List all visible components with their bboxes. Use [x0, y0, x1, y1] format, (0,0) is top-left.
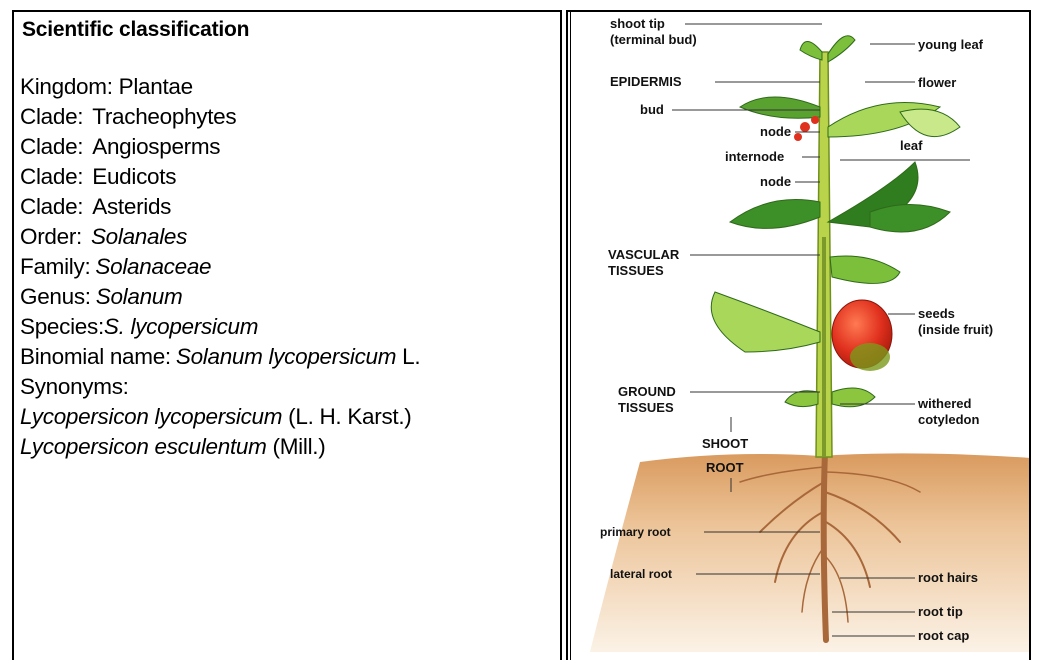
rank-label: Kingdom:: [20, 74, 113, 99]
row-synonym: Lycopersicon lycopersicum (L. H. Karst.): [20, 402, 420, 432]
label-withered: withered: [917, 396, 972, 411]
label-seeds: seeds: [918, 306, 955, 321]
diagram-cell: shoot tip (terminal bud) young leaf EPID…: [566, 10, 1031, 660]
rank-value: Tracheophytes: [83, 104, 236, 129]
rank-value: Eudicots: [83, 164, 176, 189]
label-shoot-tip: shoot tip: [610, 16, 665, 31]
label-leaf: leaf: [900, 138, 923, 153]
row-family: Family:Solanaceae: [20, 252, 420, 282]
rank-label: Genus:: [20, 284, 91, 309]
row-clade: Clade:Asterids: [20, 192, 420, 222]
row-clade: Clade:Angiosperms: [20, 132, 420, 162]
synonym-authority: (L. H. Karst.): [288, 404, 411, 429]
row-kingdom: Kingdom: Plantae: [20, 72, 420, 102]
label-ground: GROUND: [618, 384, 676, 399]
rank-value: S. lycopersicum: [104, 314, 258, 339]
label-bud: bud: [640, 102, 664, 117]
classification-list: Kingdom: Plantae Clade:Tracheophytes Cla…: [20, 72, 420, 462]
label-cotyledon: cotyledon: [918, 412, 979, 427]
row-species: Species:S. lycopersicum: [20, 312, 420, 342]
rank-label: Family:: [20, 254, 90, 279]
rank-value: Solanaceae: [90, 254, 211, 279]
stem-vascular-strip: [822, 237, 826, 457]
label-epidermis: EPIDERMIS: [610, 74, 682, 89]
rank-value: Solanum: [91, 284, 183, 309]
row-clade: Clade:Eudicots: [20, 162, 420, 192]
rank-label: Clade:: [20, 134, 83, 159]
label-root-tip: root tip: [918, 604, 963, 619]
rank-value: Asterids: [83, 194, 171, 219]
row-synonym: Lycopersicon esculentum (Mill.): [20, 432, 420, 462]
rank-label: Species:: [20, 314, 104, 339]
synonyms-label: Synonyms:: [20, 374, 129, 399]
label-young-leaf: young leaf: [918, 37, 984, 52]
classification-title: Scientific classification: [22, 18, 249, 42]
row-genus: Genus:Solanum: [20, 282, 420, 312]
label-lateral-root: lateral root: [610, 567, 672, 581]
flower-cluster: [794, 116, 819, 141]
label-internode: internode: [725, 149, 784, 164]
synonym-name: Lycopersicon esculentum: [20, 434, 267, 459]
row-synonyms-label: Synonyms:: [20, 372, 420, 402]
label-ground-tissues: TISSUES: [618, 400, 674, 415]
synonym-name: Lycopersicon lycopersicum: [20, 404, 282, 429]
synonym-authority: (Mill.): [273, 434, 326, 459]
rank-value: Solanum lycopersicum: [171, 344, 396, 369]
tomato-fruit-lower: [850, 343, 890, 371]
rank-value: Solanales: [82, 224, 187, 249]
row-clade: Clade:Tracheophytes: [20, 102, 420, 132]
label-root-cap: root cap: [918, 628, 969, 643]
label-flower: flower: [918, 75, 956, 90]
label-vascular-tissues: TISSUES: [608, 263, 664, 278]
row-order: Order:Solanales: [20, 222, 420, 252]
label-node-lower: node: [760, 174, 791, 189]
label-inside-fruit: (inside fruit): [918, 322, 993, 337]
label-vascular: VASCULAR: [608, 247, 680, 262]
label-root-hairs: root hairs: [918, 570, 978, 585]
rank-label: Binomial name:: [20, 344, 171, 369]
rank-value: Plantae: [119, 74, 193, 99]
tomato-plant-diagram: shoot tip (terminal bud) young leaf EPID…: [570, 12, 1031, 652]
soil-area: [590, 453, 1031, 652]
rank-label: Clade:: [20, 104, 83, 129]
rank-value: Angiosperms: [83, 134, 220, 159]
label-shoot: SHOOT: [702, 436, 748, 451]
row-binomial: Binomial name:Solanum lycopersicum L.: [20, 342, 420, 372]
rank-label: Clade:: [20, 164, 83, 189]
binomial-authority: L.: [402, 344, 420, 369]
label-root: ROOT: [706, 460, 744, 475]
label-primary-root: primary root: [600, 525, 671, 539]
rank-label: Clade:: [20, 194, 83, 219]
label-node-upper: node: [760, 124, 791, 139]
rank-label: Order:: [20, 224, 82, 249]
label-terminal-bud: (terminal bud): [610, 32, 697, 47]
